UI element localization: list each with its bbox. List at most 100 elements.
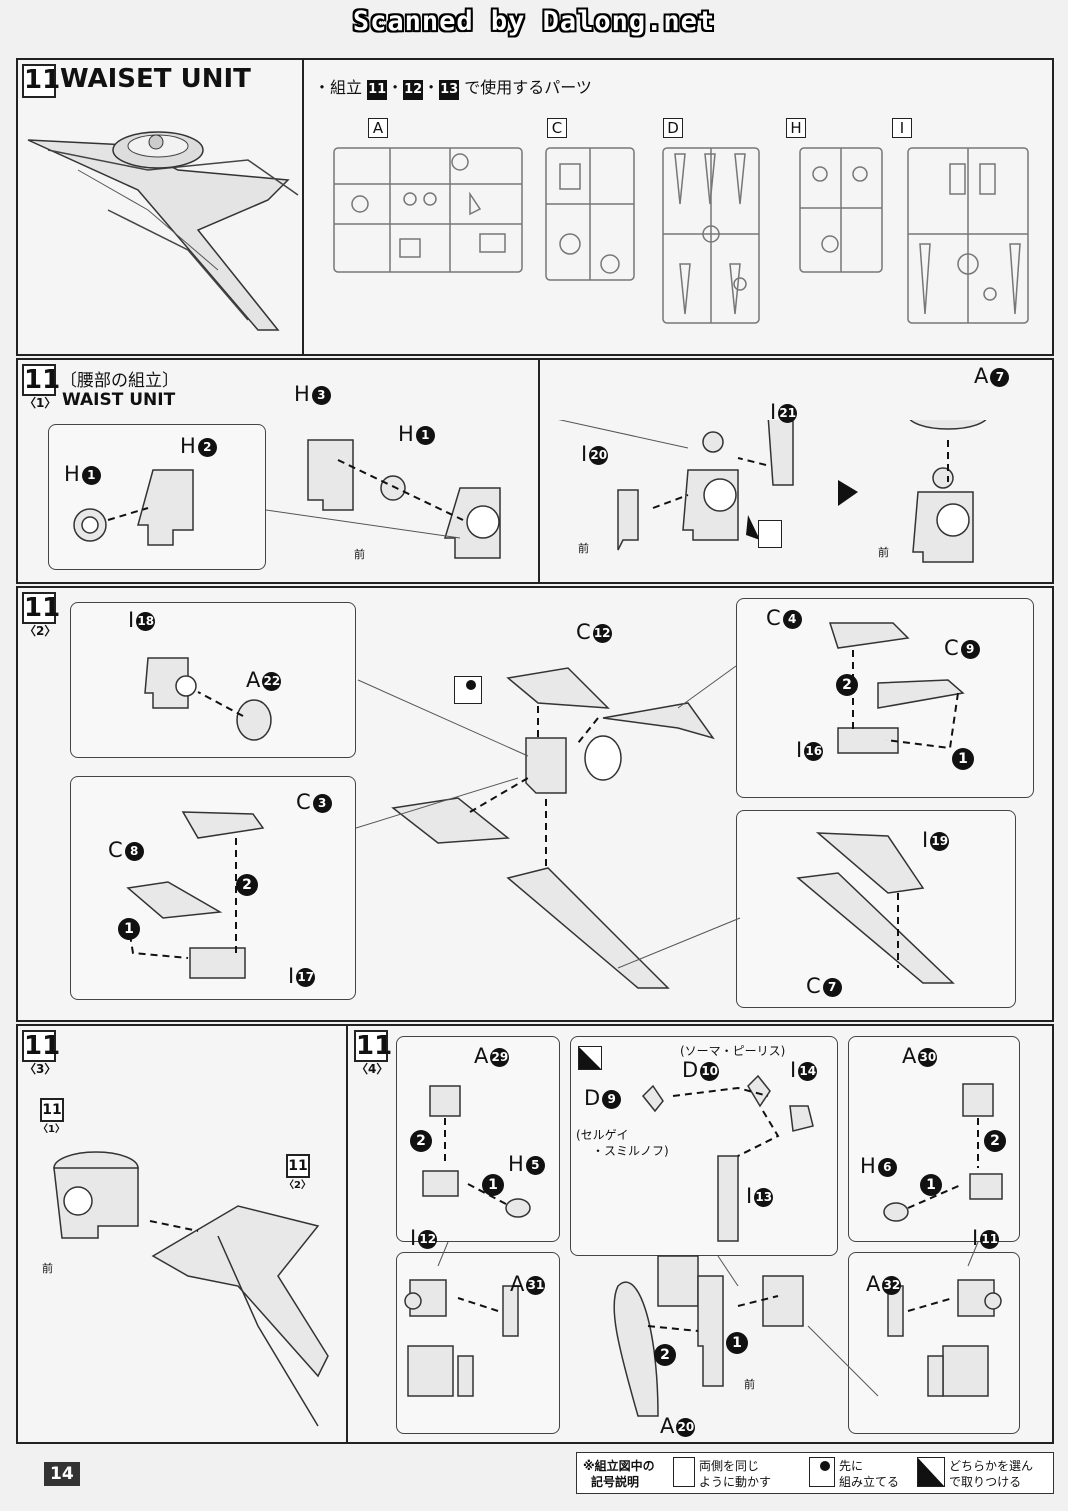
waist-unit-illustration — [27, 131, 299, 331]
legend-item1-b: ように動かす — [699, 1475, 772, 1489]
legend-item2-b: 組み立てる — [839, 1475, 900, 1489]
front-label-2: 前 — [578, 542, 589, 555]
caption-step-11: 11 — [367, 80, 388, 100]
order-2-c3: 2 — [236, 874, 258, 896]
section-3-ref1-step: 11 — [40, 1098, 64, 1122]
panel-divider — [302, 60, 304, 354]
move-both-sides-legend-icon — [673, 1457, 695, 1487]
section-1-title-jp: 〔腰部の組立〕 — [60, 371, 179, 391]
section-3-ref1-sub: 〈1〉 — [38, 1124, 65, 1135]
section-1-panel: 11 〈1〉 〔腰部の組立〕 WAIST UNIT — [16, 358, 1054, 584]
runner-illustrations — [333, 147, 1029, 324]
section-3-step: 11 — [22, 1030, 61, 1062]
step-title: WAISET UNIT — [60, 64, 251, 94]
section-3-4-panel: 11 〈3〉 11 〈1〉 11 〈2〉 前 11 〈4〉 — [16, 1024, 1054, 1444]
section-1-step: 11 — [22, 364, 61, 396]
runner-label-d: D — [663, 118, 683, 138]
section-1-title-en: WAIST UNIT — [62, 390, 176, 410]
order-1-c9: 1 — [952, 748, 974, 770]
order-2-a30: 2 — [984, 1130, 1006, 1152]
order-1-body: 1 — [726, 1332, 748, 1354]
section-3-substep: 〈3〉 — [24, 1062, 57, 1076]
section-3-4-illustration — [53, 1074, 1003, 1427]
legend-item2-a: 先に — [839, 1459, 864, 1473]
front-label-1: 前 — [354, 548, 365, 561]
assemble-first-legend-icon — [809, 1457, 835, 1487]
front-label-4: 前 — [42, 1262, 53, 1275]
section-4-step: 11 — [354, 1030, 393, 1062]
legend-title-2: 記号説明 — [591, 1475, 640, 1489]
section-3-4-divider — [346, 1026, 348, 1442]
legend-item3-b: で取りつける — [949, 1475, 1022, 1489]
order-2-c4: 2 — [836, 674, 858, 696]
legend-item1-a: 両側を同じ — [699, 1459, 760, 1473]
step-number: 11 — [22, 64, 60, 98]
front-label-5: 前 — [744, 1378, 755, 1391]
sub-box-i18 — [70, 602, 356, 758]
pilot-note-soma: (ソーマ・ピーリス) — [680, 1044, 786, 1058]
order-2-a29: 2 — [410, 1130, 432, 1152]
assemble-first-icon — [454, 676, 482, 704]
section-1-substep: 〈1〉 — [24, 396, 57, 410]
legend-item3-a: どちらかを選ん — [949, 1459, 1034, 1473]
caption-step-12: 12 — [403, 80, 424, 100]
order-1-h6: 1 — [920, 1174, 942, 1196]
move-both-sides-icon — [758, 520, 782, 548]
choose-one-icon — [578, 1046, 602, 1070]
choose-one-legend-icon — [917, 1457, 945, 1487]
parts-caption-prefix: ・組立 — [314, 78, 363, 97]
pilot-note-sergei-1: (セルゲイ — [576, 1128, 629, 1142]
section-2-substep: 〈2〉 — [24, 624, 57, 638]
page-number: 14 — [44, 1462, 80, 1486]
section-2-step: 11 — [22, 592, 61, 624]
parts-caption: ・組立 11・12・13 で使用するパーツ — [314, 74, 592, 100]
section-4-substep: 〈4〉 — [356, 1062, 389, 1076]
section-2-illustration — [126, 622, 965, 989]
pilot-note-sergei-2: ・スミルノフ) — [592, 1144, 669, 1158]
section-2-panel: 11 〈2〉 — [16, 586, 1054, 1022]
front-label-3: 前 — [878, 546, 889, 559]
runner-label-h: H — [786, 118, 806, 138]
symbol-legend: ※組立図中の 記号説明 両側を同じ ように動かす 先に 組み立てる どちらかを選… — [576, 1452, 1054, 1494]
scan-banner: Scanned by Dalong.net — [0, 0, 1068, 52]
parts-caption-suffix: で使用するパーツ — [464, 78, 592, 97]
banner-text: Scanned by Dalong.net — [352, 6, 716, 37]
order-1-h5: 1 — [482, 1174, 504, 1196]
caption-step-13: 13 — [439, 80, 460, 100]
order-1-c8: 1 — [118, 918, 140, 940]
section-3-ref2-step: 11 — [286, 1154, 310, 1178]
section-1-illustration — [73, 420, 987, 563]
order-2-a20: 2 — [654, 1344, 676, 1366]
